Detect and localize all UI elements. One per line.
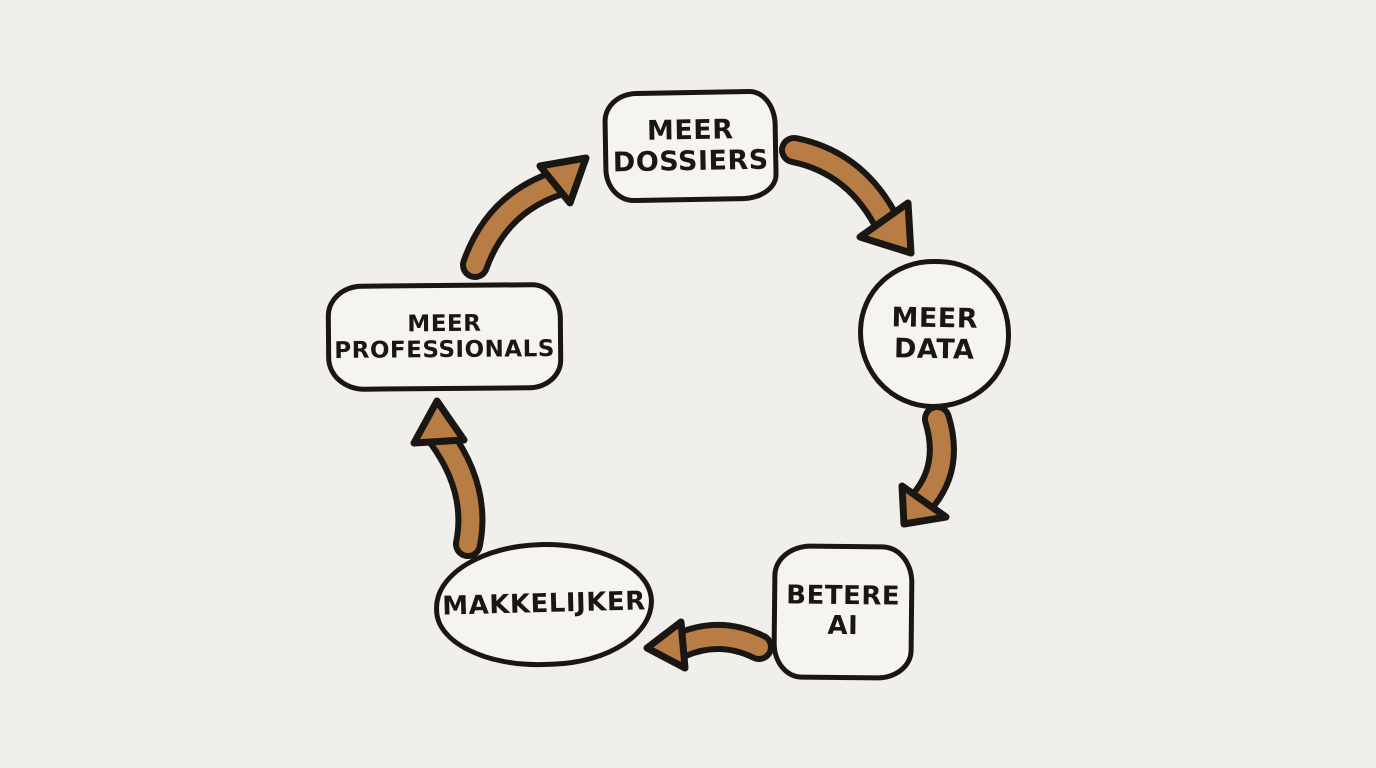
arrow-body-core <box>785 141 898 236</box>
node-label: MEER DATA <box>891 302 979 366</box>
node-label: MEER DOSSIERS <box>612 114 769 179</box>
arrow-head-icon <box>643 618 689 672</box>
arrow-body-outline <box>666 622 774 662</box>
arrow-makkelijker-to-meer-professionals <box>410 397 486 559</box>
arrow-head-icon <box>536 154 590 207</box>
arrow-head-icon <box>410 397 468 447</box>
arrow-body-outline <box>910 404 957 513</box>
node-betere-ai: BETERE AI <box>771 543 915 681</box>
arrow-body-core <box>431 427 480 553</box>
arrow-head-icon <box>856 199 915 257</box>
node-meer-data: MEER DATA <box>856 257 1013 411</box>
arrow-body-outline <box>460 168 573 280</box>
arrow-body-core <box>466 174 567 274</box>
arrow-head-icon <box>898 482 950 528</box>
node-makkelijker: MAKKELIJKER <box>432 539 656 670</box>
arrow-body-core <box>672 628 768 656</box>
arrow-meer-professionals-to-meer-dossiers <box>460 154 590 280</box>
node-label: MEER PROFESSIONALS <box>334 310 555 364</box>
arrow-meer-dossiers-to-meer-data <box>779 135 915 257</box>
arrow-body-core <box>916 410 951 507</box>
node-meer-professionals: MEER PROFESSIONALS <box>325 281 564 393</box>
arrow-meer-data-to-betere-ai <box>898 404 957 528</box>
arrow-body-outline <box>779 135 904 242</box>
arrow-body-outline <box>425 421 486 559</box>
arrow-betere-ai-to-makkelijker <box>643 618 774 672</box>
node-label: BETERE AI <box>786 580 901 642</box>
node-label: MAKKELIJKER <box>441 585 647 622</box>
node-meer-dossiers: MEER DOSSIERS <box>602 88 779 204</box>
